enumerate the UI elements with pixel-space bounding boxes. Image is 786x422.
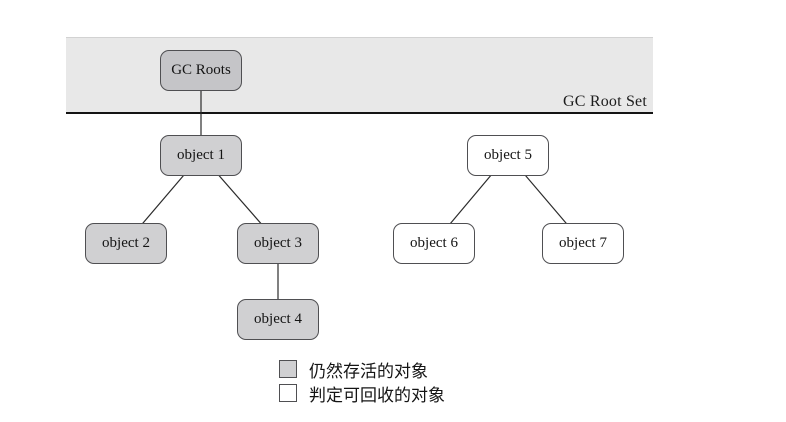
- node-object-3-label: object 3: [254, 235, 302, 251]
- legend: 仍然存活的对象 判定可回收的对象: [279, 357, 445, 405]
- legend-swatch-recyclable: [279, 384, 297, 402]
- node-object-7-label: object 7: [559, 235, 607, 251]
- legend-row-recyclable: 判定可回收的对象: [279, 381, 445, 405]
- legend-label-alive: 仍然存活的对象: [309, 361, 428, 381]
- node-gc-roots-label: GC Roots: [171, 62, 231, 78]
- node-object-6-label: object 6: [410, 235, 458, 251]
- node-object-1-label: object 1: [177, 147, 225, 163]
- node-object-1: object 1: [160, 135, 242, 176]
- node-object-5: object 5: [467, 135, 549, 176]
- node-object-5-label: object 5: [484, 147, 532, 163]
- gc-root-set-label: GC Root Set: [563, 93, 647, 110]
- node-object-3: object 3: [237, 223, 319, 264]
- node-object-4: object 4: [237, 299, 319, 340]
- node-object-7: object 7: [542, 223, 624, 264]
- node-object-4-label: object 4: [254, 311, 302, 327]
- legend-row-alive: 仍然存活的对象: [279, 357, 445, 381]
- legend-swatch-alive: [279, 360, 297, 378]
- node-gc-roots: GC Roots: [160, 50, 242, 91]
- node-object-2: object 2: [85, 223, 167, 264]
- legend-label-recyclable: 判定可回收的对象: [309, 385, 445, 405]
- node-object-6: object 6: [393, 223, 475, 264]
- node-object-2-label: object 2: [102, 235, 150, 251]
